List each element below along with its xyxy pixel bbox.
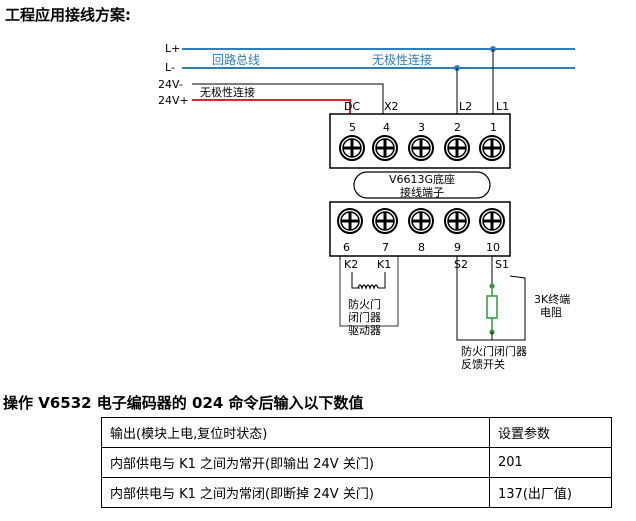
base-label-line-2: 接线端子 <box>400 185 444 199</box>
terminal-label-l2: L2 <box>459 100 472 113</box>
terminal-label-l1: L1 <box>496 100 509 113</box>
table-header-cell: 输出(模块上电,复位时状态) <box>101 417 490 448</box>
terminal-number-2: 2 <box>454 121 461 134</box>
resistor-top-dot <box>489 283 495 289</box>
terminal-screw-6 <box>337 208 363 234</box>
coil-icon <box>357 284 379 290</box>
terminal-screw-9 <box>444 208 470 234</box>
table-cell: 内部供电与 K1 之间为常开(即输出 24V 关门) <box>101 447 490 478</box>
terminal-number-10: 10 <box>486 241 500 254</box>
l-minus-label: L- <box>165 61 175 74</box>
terminal-number-4: 4 <box>383 121 390 134</box>
terminal-number-7: 7 <box>382 241 389 254</box>
terminal-label-k1: K1 <box>377 258 391 271</box>
terminal-number-3: 3 <box>418 121 425 134</box>
k2-wire <box>351 272 360 289</box>
nonpolar-connection-top-label: 无极性连接 <box>372 52 432 67</box>
terminal-screw-10 <box>479 208 505 234</box>
loop-bus-label: 回路总线 <box>212 52 260 67</box>
terminal-number-5: 5 <box>349 121 356 134</box>
bottom-terminal-screws <box>337 208 505 234</box>
driver-label-line-2: 闭门器 <box>348 310 381 324</box>
nonpolar-connection-left-label: 无极性连接 <box>200 85 255 99</box>
resistor-label-line-2: 电阻 <box>540 306 562 319</box>
table-row: 内部供电与 K1 之间为常闭(即断掉 24V 关门) 137(出厂值) <box>101 477 612 508</box>
terminal-number-8: 8 <box>418 241 425 254</box>
terminal-screw-7 <box>372 208 398 234</box>
terminal-screw-4 <box>372 135 398 161</box>
v24-plus-label: 24V+ <box>158 94 189 107</box>
terminal-screw-1 <box>479 135 505 161</box>
terminal-screw-3 <box>408 135 434 161</box>
table-cell: 201 <box>489 447 612 478</box>
driver-label-line-1: 防火门 <box>348 297 381 311</box>
feedback-switch-label-line-2: 反馈开关 <box>461 357 505 371</box>
driver-label-line-3: 驱动器 <box>348 324 381 337</box>
k1-wire <box>378 272 386 289</box>
terminal-label-s1: S1 <box>495 258 509 271</box>
top-terminal-screws <box>339 135 505 161</box>
table-cell: 137(出厂值) <box>489 477 612 508</box>
driver-enclosure-outline <box>339 255 399 327</box>
parameter-table: 输出(模块上电,复位时状态) 设置参数 内部供电与 K1 之间为常开(即输出 2… <box>101 417 612 508</box>
terminal-number-6: 6 <box>343 241 350 254</box>
wiring-diagram: L+ L- 回路总线 无极性连接 24V- 24V+ 无极性连接 DC X2 L… <box>158 42 575 371</box>
resistor-label-line-1: 3K终端 <box>534 292 570 306</box>
switch-blade <box>509 275 526 340</box>
terminal-number-9: 9 <box>454 241 461 254</box>
v24-minus-label: 24V- <box>158 78 183 91</box>
table-header-row: 输出(模块上电,复位时状态) 设置参数 <box>101 417 612 448</box>
terminal-label-x2: X2 <box>384 100 399 113</box>
terminal-number-1: 1 <box>490 121 497 134</box>
base-label-capsule <box>353 171 491 199</box>
l-plus-label: L+ <box>165 42 180 55</box>
setup-instruction-title: 操作 V6532 电子编码器的 024 命令后输入以下数值 <box>3 394 364 412</box>
base-label-line-1: V6613G底座 <box>389 172 455 186</box>
table-header-cell: 设置参数 <box>489 417 612 448</box>
resistor-icon <box>486 295 498 319</box>
terminal-label-dc: DC <box>344 100 360 113</box>
terminal-screw-2 <box>444 135 470 161</box>
terminal-label-k2: K2 <box>344 258 358 271</box>
table-cell: 内部供电与 K1 之间为常闭(即断掉 24V 关门) <box>101 477 490 508</box>
feedback-switch-label-line-1: 防火门闭门器 <box>461 344 527 358</box>
wiring-scheme-title: 工程应用接线方案: <box>5 6 131 24</box>
terminal-screw-5 <box>339 135 365 161</box>
v24-plus-wire <box>192 99 351 138</box>
table-row: 内部供电与 K1 之间为常开(即输出 24V 关门) 201 <box>101 447 612 478</box>
terminal-label-s2: S2 <box>454 258 468 271</box>
terminal-screw-8 <box>408 208 434 234</box>
